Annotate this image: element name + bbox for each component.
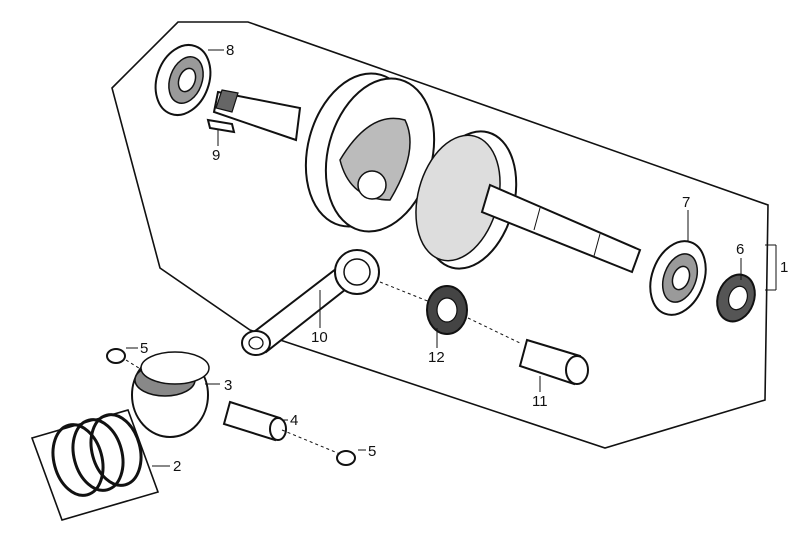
piston-ring-set-part-2 [30,409,160,521]
woodruff-key-part-9 [206,118,236,134]
bearing-part-8 [154,44,212,116]
callout-11: 11 [532,393,548,410]
piston-pin-part-4 [222,400,287,442]
piston-pin-clip-part-5-upper [106,348,126,364]
callout-5-lower: 5 [368,443,376,460]
callout-12: 12 [428,349,445,366]
piston-pin-clip-part-5-lower [336,450,356,466]
callout-10: 10 [311,329,328,346]
crank-web-right [415,130,518,270]
bearing-part-7 [649,240,707,316]
crank-web-left [304,72,436,233]
assembly-boundary-outline [111,21,769,449]
callout-3: 3 [224,377,232,394]
callout-9: 9 [212,147,220,164]
crank-pin-part-11 [518,338,589,386]
callout-7: 7 [682,194,690,211]
callout-6: 6 [736,241,744,258]
assembly-guide-lines [125,281,523,455]
callout-5-upper: 5 [140,340,148,357]
needle-bearing-part-12 [426,285,468,335]
callout-leader-lines [126,49,777,467]
callout-8: 8 [226,42,234,59]
crankshaft-left-shaft [212,89,302,142]
connecting-rod-part-10 [241,249,380,356]
piston-part-3 [131,351,210,438]
crankshaft-right-shaft [480,183,642,274]
callout-1: 1 [780,259,788,276]
callout-4: 4 [290,412,298,429]
timing-gear-part-6 [716,273,756,323]
callout-2: 2 [173,458,181,475]
